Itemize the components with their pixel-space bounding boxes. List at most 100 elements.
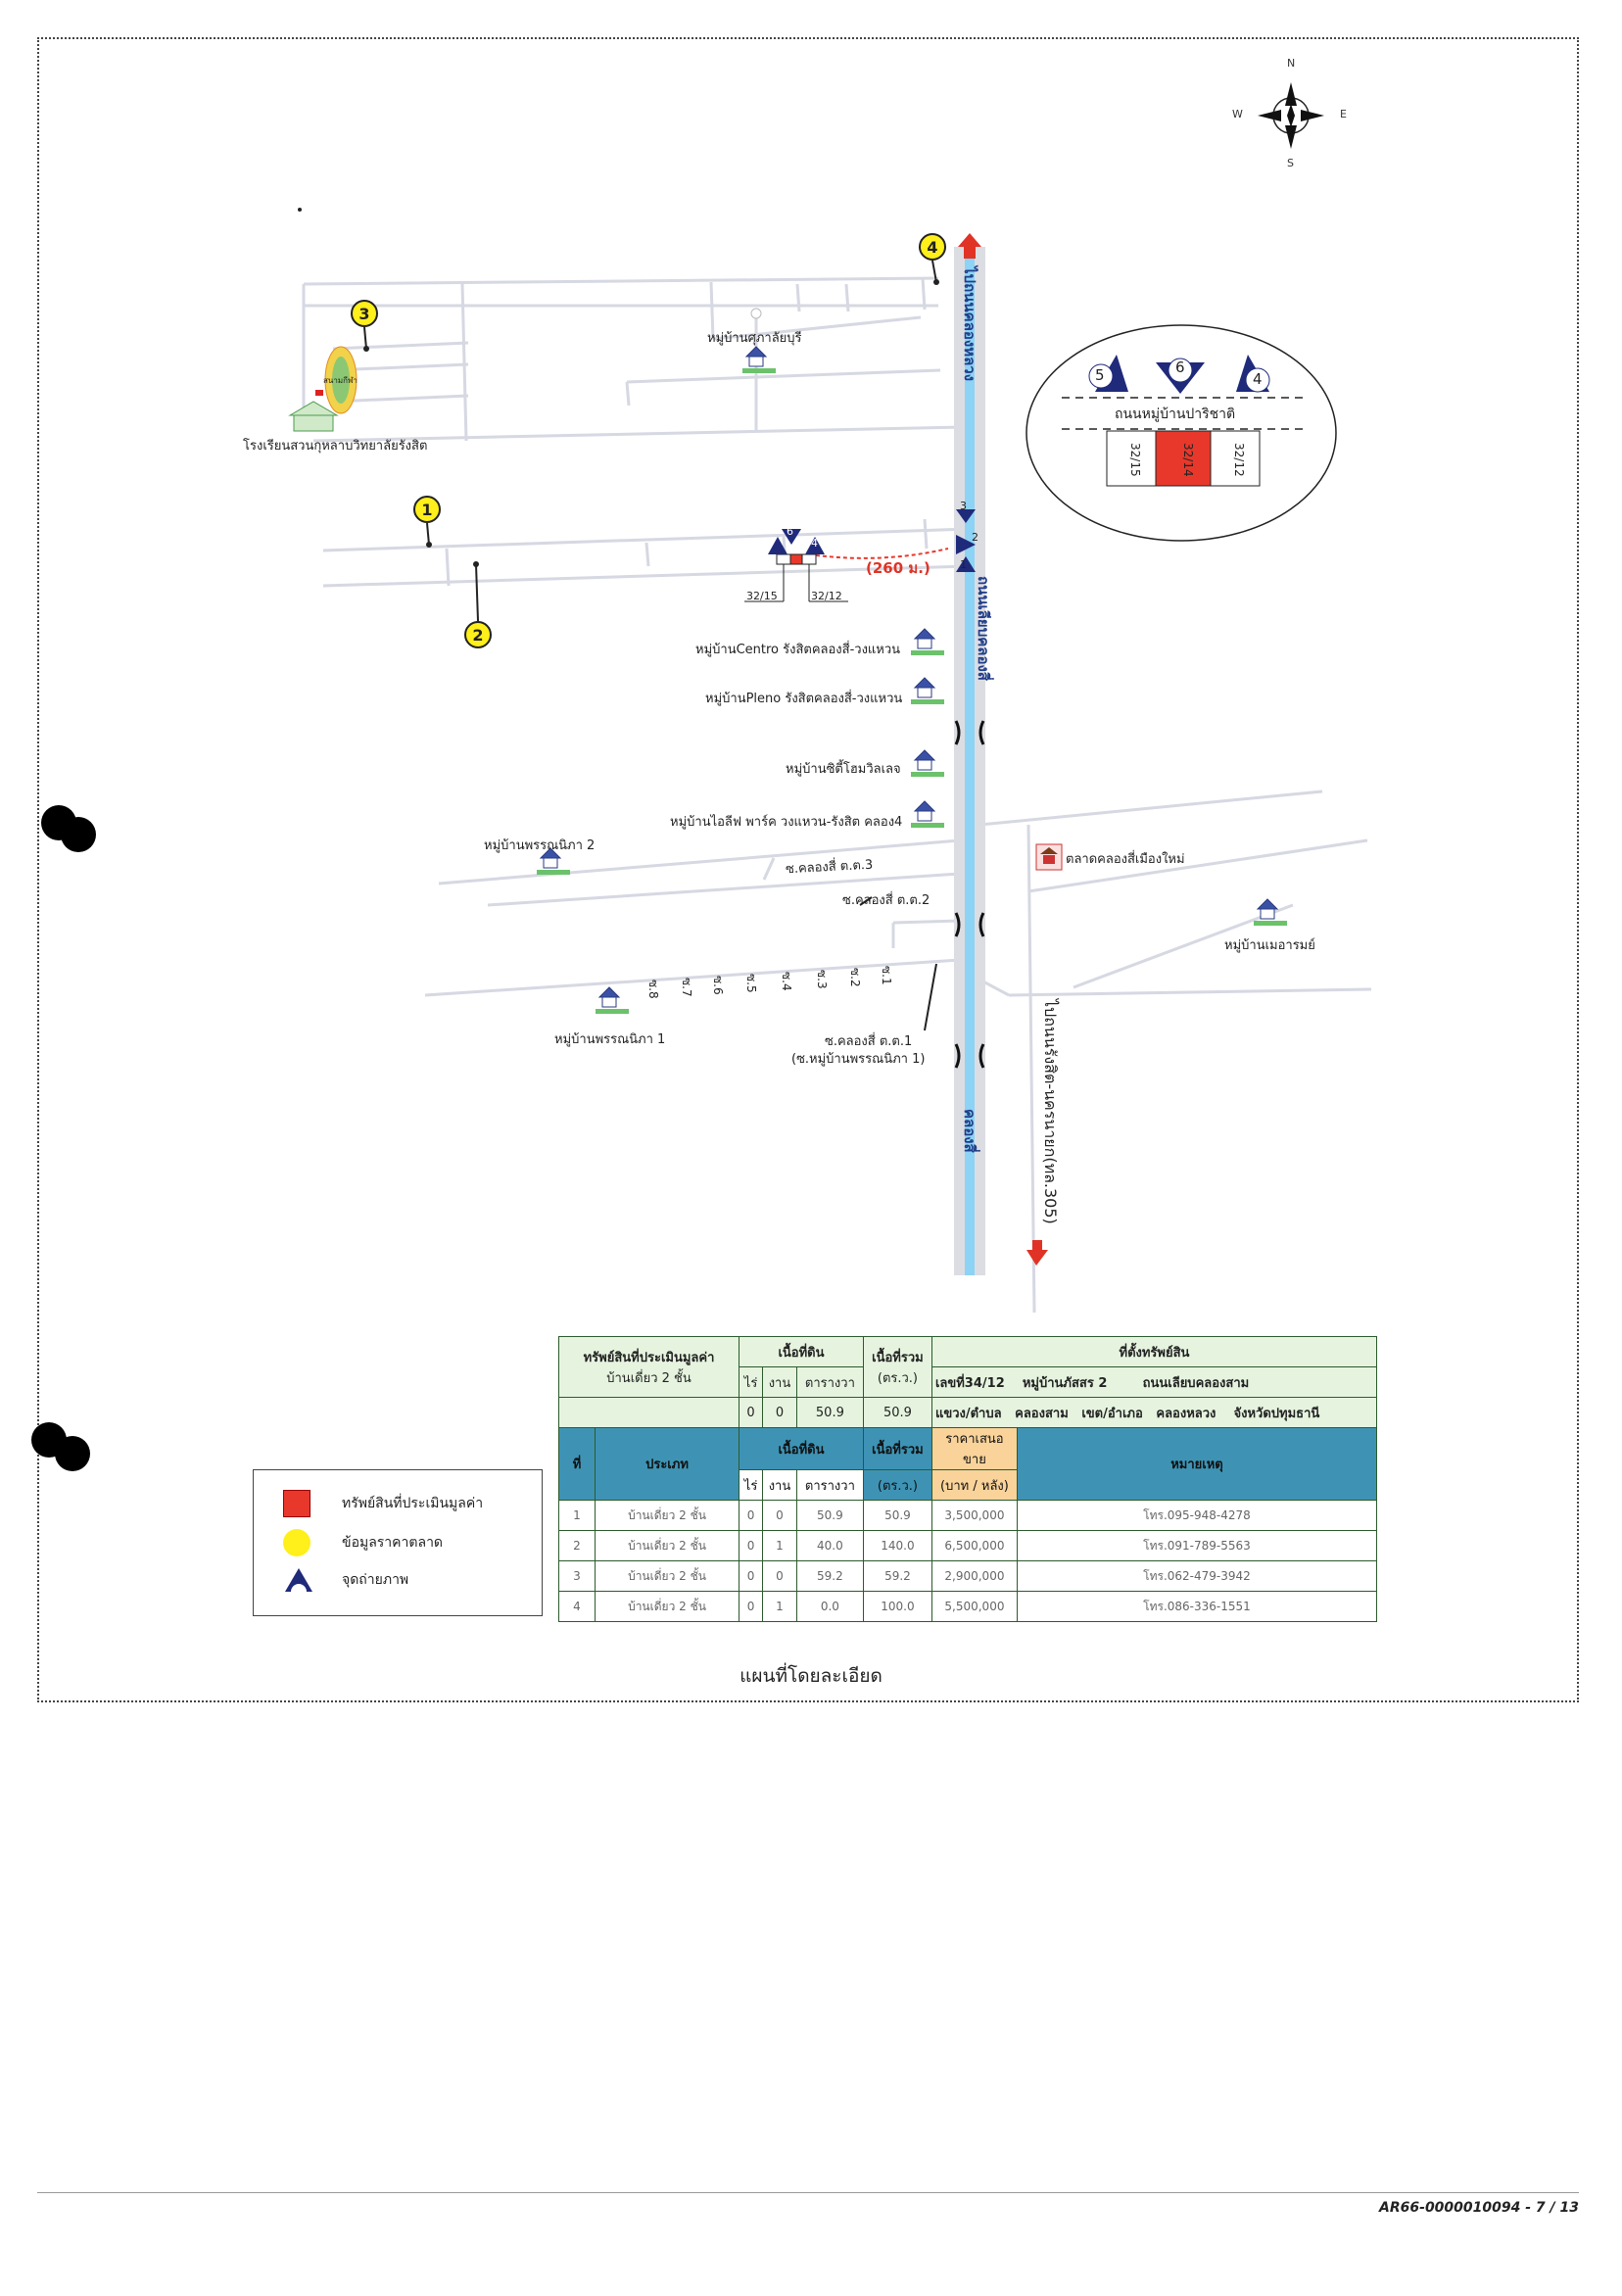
inset-plot-right: 32/12 xyxy=(1232,443,1246,477)
soi-number: ซ.2 xyxy=(848,968,862,987)
soi-number: ซ.6 xyxy=(711,976,725,995)
village-mearom-label: หมู่บ้านเมอารมย์ xyxy=(1224,938,1315,953)
col-note-header: หมายเหตุ xyxy=(1016,1427,1378,1501)
inset-photo-4: 4 xyxy=(1253,370,1263,388)
market-icon xyxy=(1035,843,1063,871)
village-pannipa2-label: หมู่บ้านพรรณนิภา 2 xyxy=(484,838,596,853)
page-id: AR66-0000010094 - 7 / 13 xyxy=(1379,2200,1579,2216)
plot-label-left: 32/15 xyxy=(746,590,778,602)
village-icons xyxy=(537,346,1287,1014)
cell: โทร.086-336-1551 xyxy=(1016,1591,1378,1622)
market-marker-2: 2 xyxy=(464,621,492,648)
address-line-1: เลขที่34/12 หมู่บ้านภัสสร 2 ถนนเลียบคลอง… xyxy=(930,1366,1378,1398)
village-city-label: หมู่บ้านซิตี้โฮมวิลเลจ xyxy=(786,762,901,777)
bridge-symbols xyxy=(954,720,985,1069)
legend-photo: จุดถ่ายภาพ xyxy=(283,1566,408,1594)
legend-subject: ทรัพย์สินที่ประเมินมูลค่า xyxy=(283,1490,483,1517)
compass-n: N xyxy=(1287,57,1296,70)
compass-rose xyxy=(1258,82,1324,149)
soi-1-label: ซ.คลองสี่ ต.ต.1 xyxy=(825,1034,913,1049)
plot-left xyxy=(776,553,791,565)
market-marker-4: 4 xyxy=(919,233,946,261)
property-table: ทรัพย์สินที่ประเมินมูลค่า บ้านเดี่ยว 2 ช… xyxy=(558,1336,1378,1622)
cell: 100.0 xyxy=(862,1591,932,1622)
subject-spacer xyxy=(558,1397,739,1428)
market-marker-3: 3 xyxy=(351,300,378,327)
subject-ngan: 0 xyxy=(762,1397,797,1428)
distance-label: (260 ม.) xyxy=(866,559,930,577)
ink-blot xyxy=(61,817,96,852)
school-building xyxy=(288,401,339,432)
cell: 140.0 xyxy=(862,1530,932,1561)
cell: โทร.062-479-3942 xyxy=(1016,1560,1378,1592)
col-total-header: เนื้อที่รวม xyxy=(862,1427,932,1470)
legend-market-swatch xyxy=(283,1529,310,1556)
subject-wa: 50.9 xyxy=(795,1397,864,1428)
market-marker-1: 1 xyxy=(413,496,441,523)
legend-subject-label: ทรัพย์สินที่ประเมินมูลค่า xyxy=(342,1496,484,1511)
inset-road-label: ถนนหมู่บ้านปาริชาติ xyxy=(1115,407,1236,422)
col-price-header: ราคาเสนอขาย xyxy=(930,1427,1018,1470)
inset-plot-left: 32/15 xyxy=(1128,443,1142,477)
footer-rule xyxy=(37,2192,1579,2193)
address-dist: คลองหลวง xyxy=(1156,1406,1216,1421)
soi-number: ซ.8 xyxy=(646,980,660,999)
cell: บ้านเดี่ยว 2 ชั้น xyxy=(595,1530,739,1561)
address-road: ถนนเลียบคลองสาม xyxy=(1142,1375,1250,1391)
wa-header: ตารางวา xyxy=(795,1366,864,1398)
rai-header: ไร่ xyxy=(738,1366,764,1398)
legend-subject-swatch xyxy=(283,1490,310,1517)
cell: 0 xyxy=(738,1500,764,1531)
photo-point-5: 5 xyxy=(766,537,773,550)
cell: 0 xyxy=(762,1560,797,1592)
address-village: หมู่บ้านภัสสร 2 xyxy=(1022,1375,1108,1391)
subject-rai: 0 xyxy=(738,1397,764,1428)
cell: 1 xyxy=(762,1591,797,1622)
page-frame xyxy=(37,37,1579,1702)
compass-e: E xyxy=(1340,108,1347,120)
cell: 50.9 xyxy=(862,1500,932,1531)
cell: 0 xyxy=(738,1591,764,1622)
cell: 40.0 xyxy=(795,1530,864,1561)
inset-plot-center: 32/14 xyxy=(1181,443,1195,477)
soi-number: ซ.1 xyxy=(880,966,893,985)
subject-type: บ้านเดี่ยว 2 ชั้น xyxy=(606,1370,692,1386)
map-legend: ทรัพย์สินที่ประเมินมูลค่า ข้อมูลราคาตลาด… xyxy=(253,1469,543,1616)
cell: โทร.091-789-5563 xyxy=(1016,1530,1378,1561)
cell: 5,500,000 xyxy=(930,1591,1018,1622)
photo-points-map xyxy=(768,509,976,572)
cell: โทร.095-948-4278 xyxy=(1016,1500,1378,1531)
canal-south-label: คลองสี่ xyxy=(961,1109,978,1153)
cell: 4 xyxy=(558,1591,596,1622)
subject-title: ทรัพย์สินที่ประเมินมูลค่า xyxy=(583,1350,715,1365)
village-pleno-label: หมู่บ้านPleno รังสิตคลองสี่-วงแหวน xyxy=(705,692,903,706)
village-supalai-label: หมู่บ้านศุภาลัยบุรี xyxy=(707,331,802,346)
cell: บ้านเดี่ยว 2 ชั้น xyxy=(595,1560,739,1592)
col-wa: ตารางวา xyxy=(795,1469,864,1501)
cell: 0.0 xyxy=(795,1591,864,1622)
soi-number: ซ.4 xyxy=(780,972,793,991)
village-pannipa1-label: หมู่บ้านพรรณนิภา 1 xyxy=(554,1032,666,1047)
cell: 1 xyxy=(762,1530,797,1561)
canal-mid-label: ถนนเลียบคลองสี่ xyxy=(975,576,992,681)
total-area-unit: (ตร.ว.) xyxy=(877,1370,919,1386)
detail-map xyxy=(288,82,1372,1314)
photo-point-4: 4 xyxy=(811,537,818,550)
address-line-2: แขวง/ตำบล คลองสาม เขต/อำเภอ คลองหลวง จัง… xyxy=(930,1397,1378,1428)
legend-photo-label: จุดถ่ายภาพ xyxy=(342,1572,409,1588)
inset-photo-5: 5 xyxy=(1095,366,1105,384)
address-sub-label: แขวง/ตำบล xyxy=(934,1406,1002,1421)
south-arrow xyxy=(1026,1240,1048,1266)
cell: 0 xyxy=(738,1530,764,1561)
inset-map xyxy=(1026,324,1337,542)
photo-point-3: 3 xyxy=(960,500,967,512)
compass-s: S xyxy=(1287,157,1294,169)
north-arrow xyxy=(958,233,981,259)
soi-2-label: ซ.คลองสี่ ต.ต.2 xyxy=(842,893,930,908)
address-no: เลขที่34/12 xyxy=(934,1375,1005,1391)
col-price-unit: (บาท / หลัง) xyxy=(930,1469,1018,1501)
